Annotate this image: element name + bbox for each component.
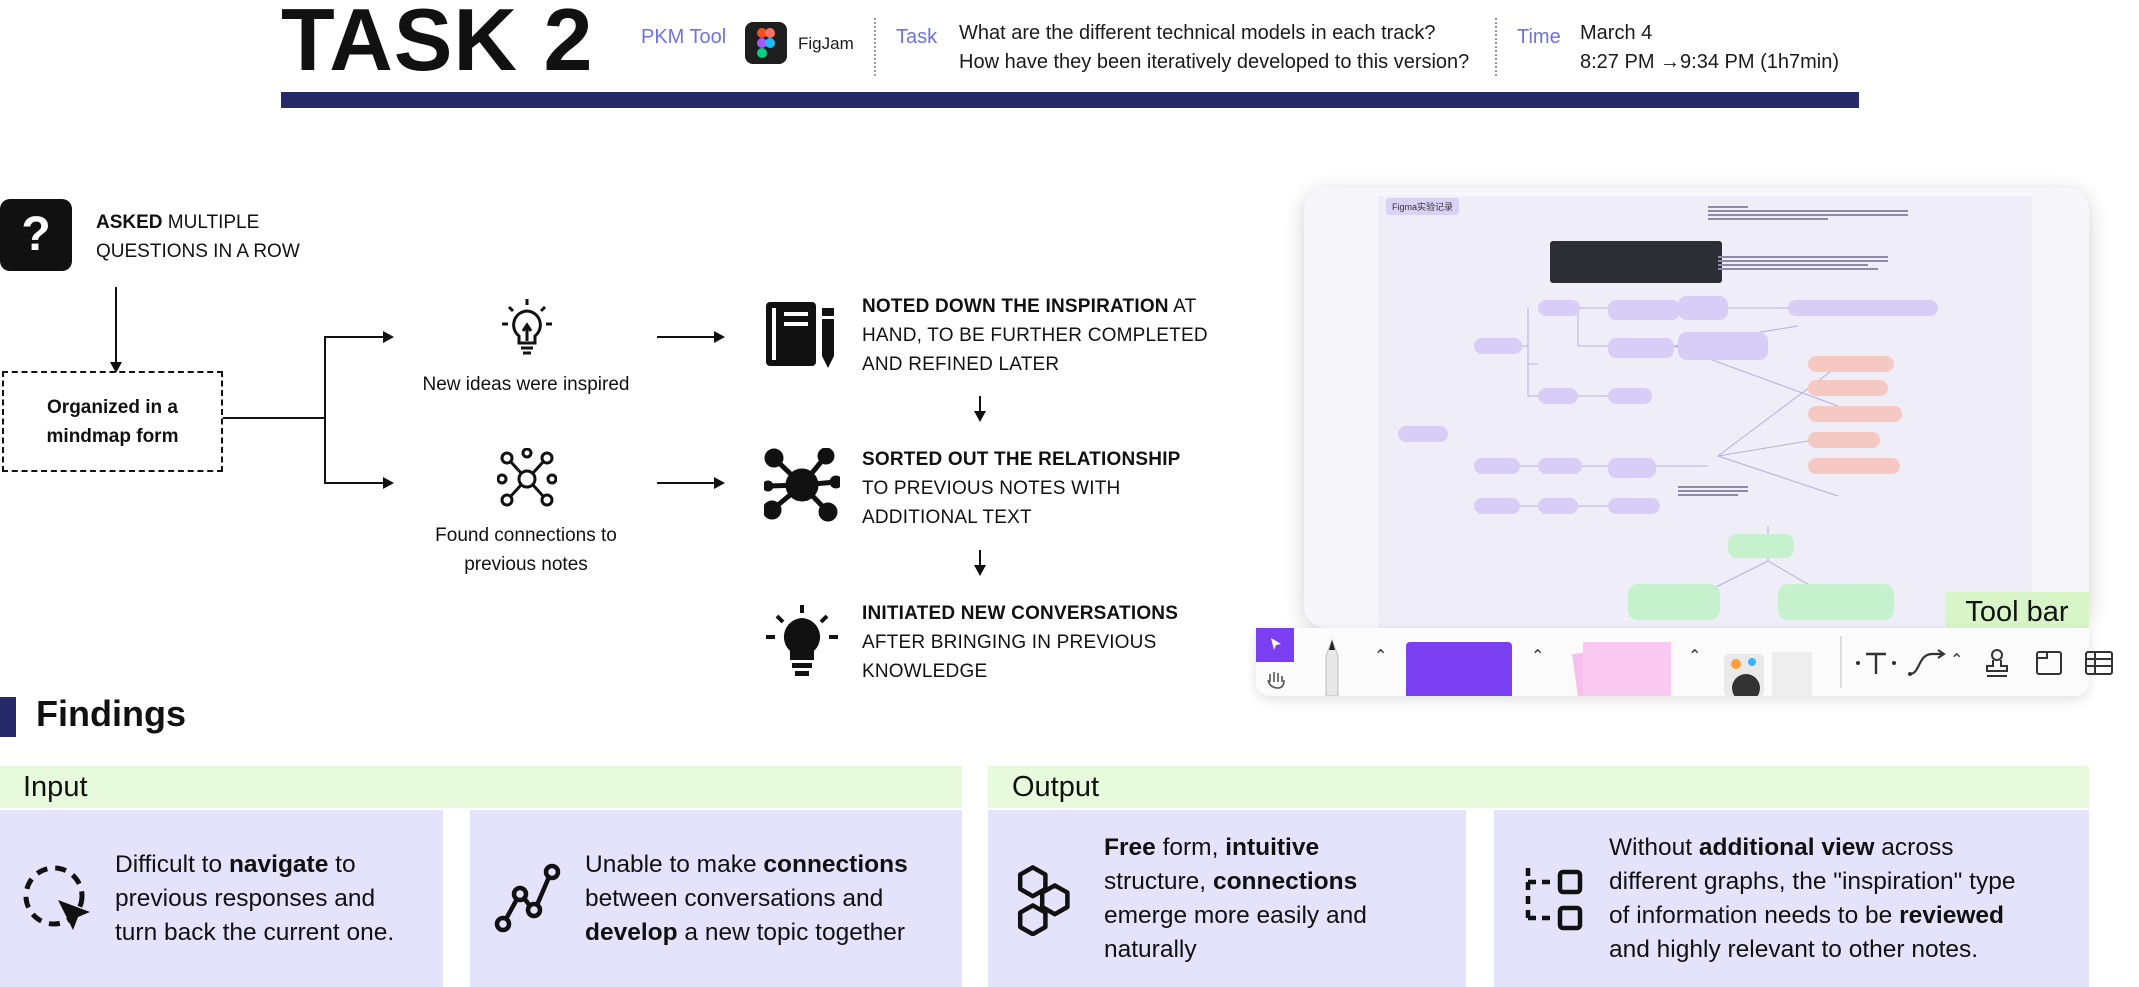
finding-text-additional-view: Without additional view across different… — [1609, 834, 2016, 963]
figjam-toolbar: ⌃ ⌃ ⌃ ⌃ — [1256, 628, 2113, 702]
finding-card-connections — [470, 810, 962, 987]
lightbulb-icon — [497, 297, 557, 364]
connector-line — [115, 287, 117, 364]
connector-line — [324, 482, 384, 484]
arrow-down-icon — [974, 411, 986, 422]
pkm-tool-label: PKM Tool — [641, 26, 727, 48]
connector-line — [324, 336, 384, 338]
input-label: Input — [23, 771, 88, 803]
task-label: Task — [896, 26, 938, 48]
section-tool-button[interactable] — [2032, 646, 2066, 680]
marker-tool-button[interactable] — [1320, 636, 1344, 697]
line-graph-icon — [494, 862, 562, 939]
arrow-down-icon — [110, 362, 122, 373]
input-band — [0, 766, 962, 808]
header-divider — [874, 18, 876, 76]
connector-line — [979, 550, 981, 566]
arrow-right-icon — [714, 331, 725, 343]
time-label: Time — [1517, 26, 1561, 48]
notebook-pen-icon — [764, 300, 840, 377]
dashed-cursor-icon — [20, 862, 96, 943]
time-date: March 4 — [1580, 22, 1653, 44]
step-sorted-text: SORTED OUT THE RELATIONSHIP TO PREVIOUS … — [862, 449, 1181, 528]
time-range: 8:27 PM →9:34 PM (1h7min) — [1580, 51, 1839, 73]
finding-text-free-form: Free form, intuitive structure, connecti… — [1104, 834, 1367, 963]
page-title: TASK 2 — [281, 0, 594, 89]
sticky-note-tool-button[interactable] — [1561, 638, 1679, 702]
findings-title: Findings — [36, 693, 186, 734]
chevron-up-icon[interactable]: ⌃ — [1950, 652, 1964, 669]
arrow-down-icon — [974, 565, 986, 576]
toolbar-label: Tool bar — [1945, 592, 2089, 632]
connector-line — [324, 336, 326, 484]
chevron-up-icon[interactable]: ⌃ — [1688, 648, 1702, 665]
canvas-tag: Figma实验记录 — [1386, 198, 1460, 215]
arrow-right-icon — [383, 477, 394, 489]
connector-line — [979, 396, 981, 412]
hand-tool-button[interactable] — [1256, 662, 1294, 696]
text-tool-button[interactable] — [1854, 646, 1898, 680]
connector-line — [657, 482, 715, 484]
toolbar-divider — [1840, 636, 1842, 688]
tree-structure-icon — [1520, 862, 1586, 939]
select-tool-button[interactable] — [1256, 628, 1294, 662]
output-label: Output — [1012, 771, 1100, 803]
output-band — [988, 766, 2089, 808]
shape-tool-button[interactable] — [1406, 642, 1512, 696]
connector-line — [657, 336, 715, 338]
task-question-1: What are the different technical models … — [959, 22, 1436, 44]
figjam-canvas: Figma实验记录 — [1378, 196, 2032, 628]
arrow-right-icon — [714, 477, 725, 489]
asked-questions-text: ASKED MULTIPLE QUESTIONS IN A ROW — [96, 212, 300, 262]
ideas-label: New ideas were inspired — [422, 374, 630, 395]
lightbulb-filled-icon — [764, 604, 840, 685]
connector-tool-button[interactable] — [1906, 646, 1948, 680]
network-filled-icon — [762, 447, 843, 527]
finding-text-connections: Unable to make connections between conve… — [585, 851, 908, 946]
connector-line — [223, 417, 325, 419]
stamp-tool-button[interactable] — [1980, 646, 2014, 680]
chevron-up-icon[interactable]: ⌃ — [1531, 648, 1545, 665]
finding-card-navigate — [0, 810, 443, 987]
chevron-up-icon[interactable]: ⌃ — [1374, 648, 1388, 665]
network-icon — [496, 447, 558, 515]
table-tool-button[interactable] — [2082, 646, 2116, 680]
stamp-sticker-tool-button[interactable] — [1718, 648, 1818, 702]
step-noted-text: NOTED DOWN THE INSPIRATION AT HAND, TO B… — [862, 296, 1208, 375]
step-initiated-text: INITIATED NEW CONVERSATIONS AFTER BRINGI… — [862, 603, 1179, 682]
header-divider — [1495, 18, 1497, 76]
tool-name: FigJam — [798, 34, 854, 53]
header-bar — [281, 92, 1859, 108]
figma-logo-icon — [745, 22, 787, 64]
finding-text-navigate: Difficult to navigate to previous respon… — [115, 851, 395, 946]
task-question-2: How have they been iteratively developed… — [959, 51, 1470, 73]
molecule-structure-icon — [1014, 862, 1076, 941]
figjam-screenshot: Figma实验记录 — [1304, 188, 2089, 628]
arrow-right-icon — [383, 331, 394, 343]
mindmap-preview — [1378, 196, 2032, 628]
findings-marker — [0, 697, 16, 737]
question-icon: ? — [0, 199, 72, 271]
finding-card-additional-view — [1494, 810, 2089, 987]
